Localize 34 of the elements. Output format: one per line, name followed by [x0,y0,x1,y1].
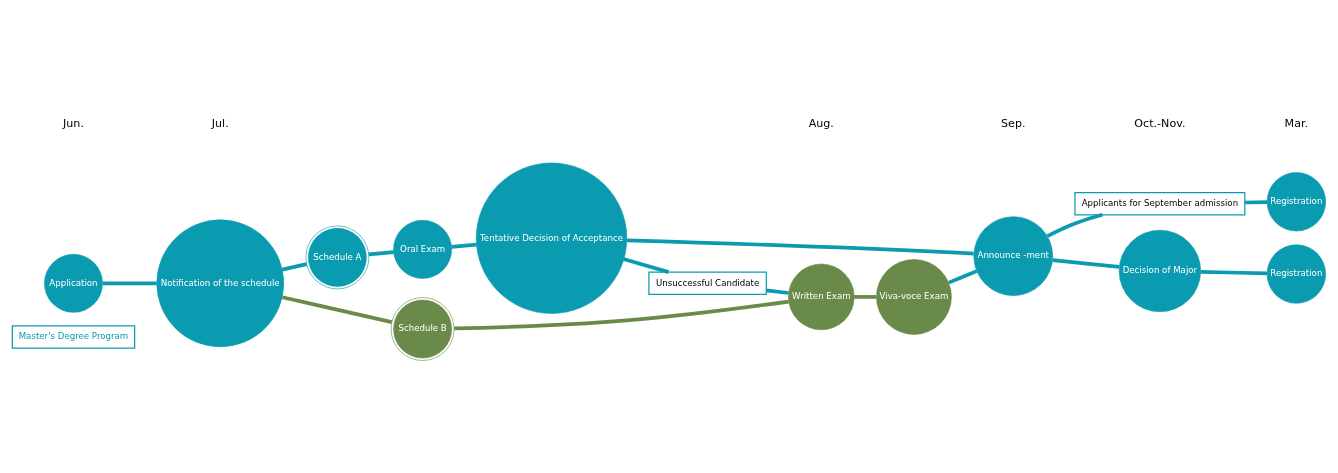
label: Jul. [211,116,229,130]
connector [1052,257,1120,269]
connector [1200,269,1268,275]
node-circle: Announce -ment [973,215,1053,296]
connector [766,288,789,295]
connector [1046,212,1103,238]
label: Mar. [1284,116,1309,130]
node-circle: Tentative Decision of Acceptance [475,162,628,314]
node-circle: Application [44,253,103,313]
label: Oct.-Nov. [1134,116,1186,130]
connector [854,294,877,299]
connector [1245,199,1267,204]
node-circle: Viva-voce Exam [876,258,952,335]
node-circle: Written Exam [788,263,855,330]
node-circle: Notification of the schedule [156,219,284,347]
connector [281,261,307,271]
node-circle: Oral Exam [393,219,452,279]
connector [626,237,974,255]
connector [454,299,789,330]
connector [281,294,393,324]
connector [948,268,978,284]
connector [368,249,394,256]
node-box: Master's Degree Program [11,324,136,349]
node-box: Unsuccessful Candidate [648,271,767,295]
label: Aug. [808,116,834,130]
node-circle: Registration [1266,244,1326,304]
node-circle: Decision of Major [1118,229,1201,312]
connector [451,242,477,249]
label: Jun. [63,116,84,130]
label: Sep. [1001,116,1026,130]
node-circle: Registration [1266,171,1326,231]
connector [623,256,670,274]
node-box: Applicants for September admission [1074,191,1246,215]
connector [102,280,157,285]
